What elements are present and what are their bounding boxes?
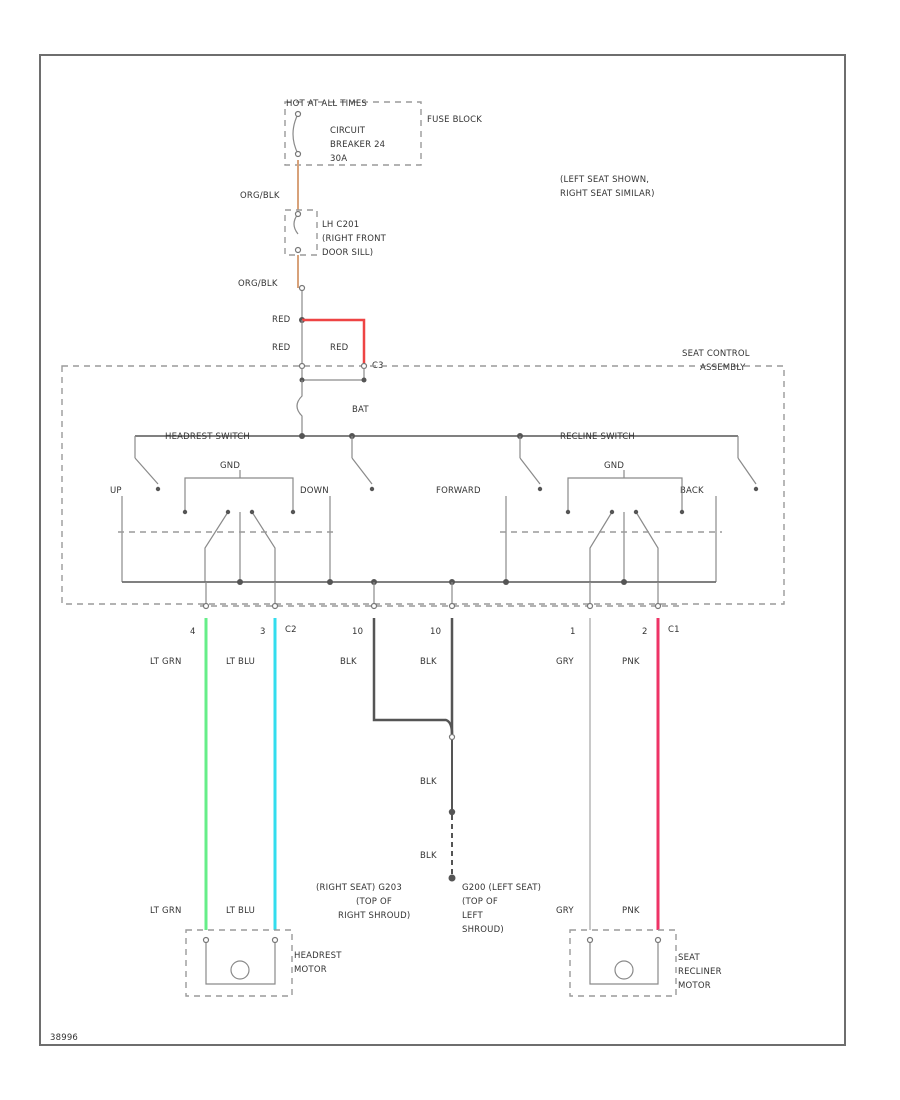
- circuit-breaker-label-3: 30A: [330, 154, 347, 164]
- recline-switch-contacts: [500, 470, 722, 582]
- headrest-motor-label-1: HEADREST: [294, 951, 342, 961]
- headrest-down-contact: [351, 457, 375, 492]
- pin-4-label: 4: [190, 627, 196, 637]
- lt-grn-label-1: LT GRN: [150, 657, 182, 667]
- connector-c201: LH C201 (RIGHT FRONT DOOR SILL): [284, 209, 387, 258]
- gry-label-1: GRY: [556, 657, 574, 667]
- recliner-motor: SEAT RECLINER MOTOR: [569, 929, 722, 997]
- recliner-motor-label-1: SEAT: [678, 953, 701, 963]
- fuse-block-label: FUSE BLOCK: [427, 115, 482, 125]
- blk-splice-dot: [448, 808, 456, 816]
- pin-11-label: 10: [430, 627, 441, 637]
- blk-label-2: BLK: [420, 657, 437, 667]
- hot-at-all-times-label: HOT AT ALL TIMES: [286, 99, 367, 109]
- gnd-label-1: GND: [220, 461, 240, 471]
- red-label-1: RED: [272, 315, 291, 325]
- ground-right-label-3: RIGHT SHROUD): [338, 911, 410, 921]
- ground-right-label-1: (RIGHT SEAT) G203: [316, 883, 402, 893]
- up-label: UP: [110, 486, 122, 496]
- circuit-breaker-label-1: CIRCUIT: [330, 126, 366, 136]
- connector-label-3: DOOR SILL): [322, 248, 373, 258]
- pin-3-label: 3: [260, 627, 266, 637]
- circuit-breaker-label-2: BREAKER 24: [330, 140, 385, 150]
- ground-right-label-2: (TOP OF: [356, 897, 392, 907]
- blk-label-4: BLK: [420, 851, 437, 861]
- fuse-block: HOT AT ALL TIMES FUSE BLOCK CIRCUIT BREA…: [284, 99, 482, 166]
- connector-label-1: LH C201: [322, 220, 359, 230]
- pnk-label-1: PNK: [622, 657, 640, 667]
- bat-label: BAT: [352, 405, 369, 415]
- red-label-3: RED: [330, 343, 349, 353]
- ground-left-label-4: SHROUD): [462, 925, 504, 935]
- gry-label-2: GRY: [556, 906, 574, 916]
- c3-terminal-left: [298, 362, 306, 370]
- pin-2-label: 2: [642, 627, 648, 637]
- recline-forward-contact: [519, 457, 543, 492]
- recliner-motor-label-3: MOTOR: [678, 981, 711, 991]
- connector-label-2: (RIGHT FRONT: [322, 234, 387, 244]
- ground-point: [448, 874, 456, 882]
- internal-bus-top: [301, 368, 365, 381]
- org-blk-label-2: ORG/BLK: [238, 279, 278, 289]
- seat-control-assembly-box: [61, 365, 785, 605]
- figure-id: 38996: [50, 1033, 78, 1043]
- seat-control-label-1: SEAT CONTROL: [682, 349, 750, 359]
- c1-label: C1: [668, 625, 680, 635]
- c3-terminal-right: [360, 362, 368, 370]
- blk-label-1: BLK: [340, 657, 357, 667]
- lt-grn-label-2: LT GRN: [150, 906, 182, 916]
- red-wire-branch: [302, 318, 366, 364]
- headrest-motor: HEADREST MOTOR: [185, 929, 342, 997]
- back-label: BACK: [680, 486, 704, 496]
- lt-blu-label-2: LT BLU: [226, 906, 255, 916]
- recliner-motor-label-2: RECLINER: [678, 967, 722, 977]
- ground-left-label-1: G200 (LEFT SEAT): [462, 883, 541, 893]
- seat-shown-note-1: (LEFT SEAT SHOWN,: [560, 175, 649, 185]
- down-label: DOWN: [300, 486, 329, 496]
- seat-shown-note-2: RIGHT SEAT SIMILAR): [560, 189, 655, 199]
- headrest-switch-label: HEADREST SWITCH: [165, 432, 250, 442]
- org-blk-label-1: ORG/BLK: [240, 191, 280, 201]
- blk-label-3: BLK: [420, 777, 437, 787]
- seat-control-label-2: ASSEMBLY: [700, 363, 746, 373]
- ground-left-label-2: (TOP OF: [462, 897, 498, 907]
- pnk-label-2: PNK: [622, 906, 640, 916]
- red-label-2: RED: [272, 343, 291, 353]
- gnd-label-2: GND: [604, 461, 624, 471]
- pin-10-label: 10: [352, 627, 363, 637]
- c2-label: C2: [285, 625, 297, 635]
- diagram-frame: [39, 54, 846, 1046]
- c3-label: C3: [372, 361, 384, 371]
- headrest-switch-contacts: [118, 470, 338, 582]
- ground-left-label-3: LEFT: [462, 911, 483, 921]
- headrest-motor-label-2: MOTOR: [294, 965, 327, 975]
- internal-circuit-breaker: [296, 380, 303, 436]
- forward-label: FORWARD: [436, 486, 481, 496]
- pin-1-label: 1: [570, 627, 576, 637]
- recline-switch-label: RECLINE SWITCH: [560, 432, 635, 442]
- splice-terminal: [298, 284, 306, 292]
- recline-back-contact: [737, 457, 759, 492]
- lt-blu-label-1: LT BLU: [226, 657, 255, 667]
- headrest-up-contact: [134, 457, 161, 492]
